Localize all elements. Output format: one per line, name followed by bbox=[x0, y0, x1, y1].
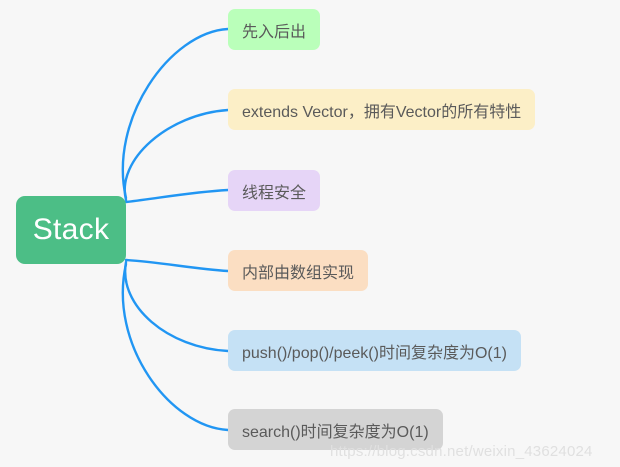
branch-node-push-pop-peek-complexity[interactable]: push()/pop()/peek()时间复杂度为O(1) bbox=[228, 330, 521, 371]
branch-node-label: search()时间复杂度为O(1) bbox=[242, 423, 429, 441]
branch-node-label: 内部由数组实现 bbox=[242, 264, 355, 282]
connector-to-extends-vector bbox=[123, 108, 230, 202]
branch-node-label: 线程安全 bbox=[242, 184, 307, 202]
branch-node-search-complexity[interactable]: search()时间复杂度为O(1) bbox=[228, 409, 443, 450]
branch-node-label: extends Vector，拥有Vector的所有特性 bbox=[242, 103, 522, 121]
branch-node-extends-vector[interactable]: extends Vector，拥有Vector的所有特性 bbox=[228, 89, 536, 130]
connector-to-array-backed bbox=[124, 258, 230, 273]
branch-node-label: push()/pop()/peek()时间复杂度为O(1) bbox=[242, 344, 507, 362]
root-node-label: Stack bbox=[32, 213, 110, 246]
branch-node-label: 先入后出 bbox=[242, 23, 307, 41]
connector-to-thread-safe bbox=[124, 188, 230, 204]
watermark-text: https://blog.csdn.net/weixin_43624024 bbox=[330, 443, 593, 460]
connector-to-search-complexity bbox=[121, 262, 230, 432]
branch-node-thread-safe[interactable]: 线程安全 bbox=[228, 170, 321, 211]
branch-node-lifo[interactable]: 先入后出 bbox=[228, 9, 321, 50]
connector-to-push-pop-peek-complexity bbox=[123, 260, 230, 353]
branch-node-array-backed[interactable]: 内部由数组实现 bbox=[228, 250, 369, 291]
root-node-stack[interactable]: Stack bbox=[16, 196, 126, 264]
connector-to-lifo bbox=[121, 27, 230, 200]
